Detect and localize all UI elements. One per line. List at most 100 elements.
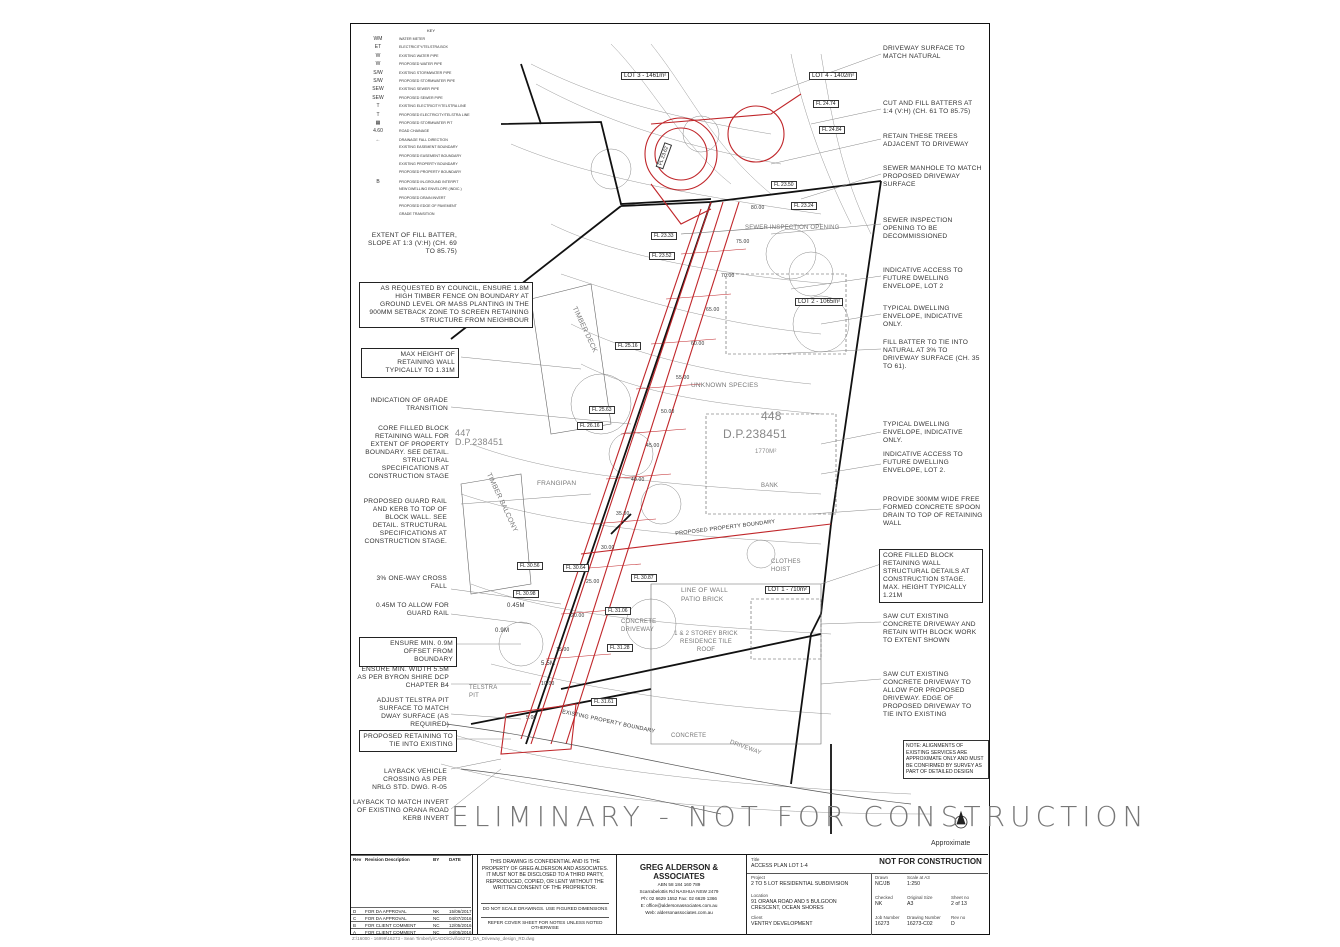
- note-fill-batter: EXTENT OF FILL BATTER, SLOPE AT 1:3 (V:H…: [368, 232, 457, 255]
- legend-label: EXISTING WATER PIPE: [399, 53, 439, 58]
- project-value: 2 TO 5 LOT RESIDENTIAL SUBDIVISION: [751, 881, 849, 887]
- legend-symbol: 4.60: [373, 128, 383, 135]
- title-label: Title: [751, 857, 760, 862]
- client-value: VENTRY DEVELOPMENT: [751, 921, 813, 927]
- note-min-width: ENSURE MIN. WIDTH 5.5M AS PER BYRON SHIR…: [357, 666, 449, 689]
- date-col: DATE: [449, 857, 461, 862]
- approximate-label: Approximate: [931, 840, 971, 847]
- legend-row: PROPOSED EASEMENT BOUNDARY: [363, 154, 461, 158]
- fl-label: FL 25.16: [615, 342, 641, 350]
- fl-label: FL 23.24: [791, 202, 817, 210]
- not-for-construction: NOT FOR CONSTRUCTION: [879, 857, 982, 866]
- cover-note: REFER COVER SHEET FOR NOTES UNLESS NOTED…: [481, 917, 609, 930]
- job-value: 16273: [875, 921, 890, 927]
- chainage-label: 40.00: [631, 477, 645, 483]
- note-max-height: MAX HEIGHT OF RETAINING WALL TYPICALLY T…: [361, 348, 459, 378]
- note-typical-envelope-1: TYPICAL DWELLING ENVELOPE, INDICATIVE ON…: [883, 305, 963, 328]
- note-layback-invert: LAYBACK TO MATCH INVERT OF EXISTING ORAN…: [353, 799, 449, 822]
- legend-row: ←DRAINAGE FALL DIRECTION: [363, 137, 448, 143]
- dp-447-label: D.P.238451: [455, 437, 504, 447]
- firm-phone: Ph: 02 6629 1552 Fax: 02 6629 1366: [641, 896, 717, 901]
- revision-cell: FOR DA APPROVAL: [365, 909, 407, 914]
- chainage-label: 25.00: [586, 579, 600, 585]
- fl-label: FL 30.87: [631, 574, 657, 582]
- legend-row: ▦ PROPOSED STORMWATER PIT: [363, 120, 453, 126]
- legend-row: NEW DWELLING ENVELOPE (INDIC.): [363, 187, 462, 191]
- note-driveway-surface: DRIVEWAY SURFACE TO MATCH NATURAL: [883, 45, 965, 60]
- legend-symbol: T: [376, 111, 380, 118]
- revision-cell: NK: [433, 909, 440, 914]
- legend-label: EXISTING SEWER PIPE: [399, 87, 440, 92]
- lot-3-label: LOT 3 - 1461m²: [621, 72, 670, 80]
- revision-cell: FOR DA APPROVAL: [365, 916, 407, 921]
- legend-row: PROPOSED EDGE OF PAVEMENT: [363, 204, 457, 208]
- line-of-wall-label: LINE OF WALL: [681, 587, 728, 594]
- dim-55: 5.5m: [541, 661, 556, 667]
- by-col: BY: [433, 857, 440, 862]
- drawn-value: NC/JB: [875, 881, 890, 887]
- legend-symbol: T: [376, 103, 380, 110]
- legend-symbol: B: [376, 178, 380, 185]
- concrete-label: CONCRETE: [671, 733, 707, 739]
- project-label: Project: [751, 875, 766, 880]
- legend-label: PROPOSED DRAIN INVERT: [399, 195, 446, 200]
- legend-symbol: ▦: [375, 120, 381, 126]
- frangipani-label: FRANGIPAN: [537, 480, 577, 487]
- firm-name: GREG ALDERSON & ASSOCIATES: [639, 863, 719, 881]
- note-council-fence: AS REQUESTED BY COUNCIL, ENSURE 1.8M HIG…: [359, 282, 533, 328]
- note-access-lot2-b: INDICATIVE ACCESS TO FUTURE DWELLING ENV…: [883, 451, 963, 474]
- legend-label: PROPOSED STORMWATER PIPE: [399, 79, 456, 83]
- client-label: Client: [751, 915, 763, 920]
- location-value: 91 ORANA ROAD AND 5 BULGOON CRESCENT, OC…: [751, 899, 837, 911]
- chainage-label: 35.00: [616, 511, 630, 517]
- chainage-label: 70.00: [721, 273, 735, 279]
- note-guard-rail: PROPOSED GUARD RAIL AND KERB TO TOP OF B…: [363, 498, 447, 545]
- legend-label: PROPOSED PROPERTY BOUNDARY: [399, 170, 462, 175]
- fl-label: FL 23.52: [649, 252, 675, 260]
- sheet-label: Sheet no: [951, 895, 970, 900]
- note-access-lot2: INDICATIVE ACCESS TO FUTURE DWELLING ENV…: [883, 267, 963, 290]
- revision-cell: FOR CLIENT COMMENT: [365, 923, 417, 928]
- revision-cell: NC: [433, 930, 440, 935]
- note-core-filled: CORE FILLED BLOCK RETAINING WALL FOR EXT…: [365, 425, 449, 480]
- lot-447-label: 447: [455, 428, 471, 438]
- note-grade-transition: INDICATION OF GRADE TRANSITION: [370, 397, 448, 412]
- concrete-driveway-label: CONCRETE DRIVEWAY: [621, 619, 657, 633]
- note-layback-crossing: LAYBACK VEHICLE CROSSING AS PER NRLG STD…: [372, 768, 447, 791]
- rev-value: D: [951, 921, 955, 927]
- rev-col: Rev: [353, 857, 362, 862]
- legend-label: ELECTRICITY/TELSTRA BOX: [399, 45, 448, 50]
- legend-label: PROPOSED ELECTRICITY/TELSTRA LINE: [399, 112, 470, 117]
- legend-label: EXISTING EASEMENT BOUNDARY: [399, 145, 458, 150]
- legend-row: PROPOSED DRAIN INVERT: [363, 196, 446, 200]
- site-plan: [440, 43, 968, 834]
- legend-title: KEY: [427, 28, 436, 33]
- fl-label: FL 30.64: [563, 564, 589, 572]
- fl-label: FL 31.61: [591, 698, 617, 706]
- legend-row: T PROPOSED ELECTRICITY/TELSTRA LINE: [363, 111, 470, 118]
- legend-symbol: S/W: [373, 78, 383, 84]
- legend-label: EXISTING PROPERTY BOUNDARY: [399, 162, 458, 166]
- sheet-value: 2 of 13: [951, 901, 967, 907]
- chainage-label: 80.00: [751, 205, 765, 211]
- legend-row: PROPOSED PROPERTY BOUNDARY: [363, 170, 461, 174]
- lot-448-label: 448: [761, 409, 782, 423]
- unknown-species-label: UNKNOWN SPECIES: [691, 382, 759, 389]
- legend-label: PROPOSED WATER PIPE: [399, 62, 443, 67]
- legend-row: S/W PROPOSED STORMWATER PIPE: [363, 78, 455, 84]
- orig-size-value: A3: [907, 901, 914, 907]
- fl-label: FL 23.33: [651, 232, 677, 240]
- desc-col: Revision Description: [365, 857, 410, 862]
- note-offset: ENSURE MIN. 0.9M OFFSET FROM BOUNDARY: [359, 637, 457, 667]
- clothes-hoist-label: CLOTHES HOIST: [771, 559, 801, 573]
- sewer-inspection-label: SEWER INSPECTION OPENING: [745, 225, 840, 231]
- chainage-label: 55.00: [676, 375, 690, 381]
- legend-label: PROPOSED STORMWATER PIT: [399, 121, 453, 125]
- lot-1-label: LOT 1 - 710m²: [765, 586, 810, 594]
